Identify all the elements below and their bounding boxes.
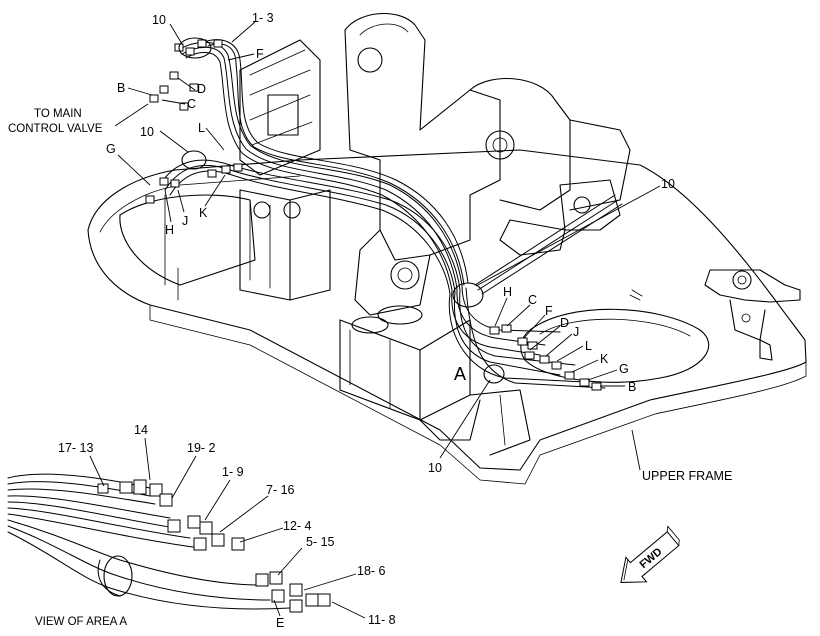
label-g-right: G (619, 362, 629, 376)
label-g-left: G (106, 142, 116, 156)
callout-labels: 10 1- 3 F B D C TO MAIN CONTROL VALVE 10… (8, 11, 732, 483)
label-d-left: D (197, 82, 206, 96)
hose-bundle (159, 39, 623, 389)
label-clamp-left: 10 (140, 125, 154, 139)
label-l-left: L (198, 121, 205, 135)
label-part-e: E (276, 616, 284, 630)
label-main-valve-line1: TO MAIN (34, 108, 82, 120)
forward-arrow-icon: FWD (620, 525, 680, 583)
label-area-a: A (454, 364, 466, 384)
label-main-valve-line2: CONTROL VALVE (8, 123, 103, 135)
label-part-19-2: 19- 2 (187, 441, 216, 455)
label-h-right: H (503, 285, 512, 299)
callout-leaders (114, 21, 661, 471)
label-clamp-bottom: 10 (428, 461, 442, 475)
label-f-right: F (545, 304, 553, 318)
label-part-18-6: 18- 6 (357, 564, 386, 578)
label-part-12-4: 12- 4 (283, 519, 312, 533)
label-part-1-9: 1- 9 (222, 465, 244, 479)
label-d-right: D (560, 316, 569, 330)
label-part-11-8: 11- 8 (368, 613, 396, 627)
view-area-a: 17- 13 14 19- 2 1- 9 7- 16 12- 4 5- 15 1… (7, 423, 396, 630)
label-b-right: B (628, 380, 636, 394)
label-f-top: F (256, 47, 264, 61)
hose-fittings (145, 39, 602, 391)
label-part-14: 14 (134, 423, 148, 437)
label-l-right: L (585, 339, 592, 353)
label-upper-frame: UPPER FRAME (642, 469, 732, 483)
label-c-right: C (528, 293, 537, 307)
label-k-left: K (199, 206, 208, 220)
label-part-7-16: 7- 16 (266, 483, 295, 497)
view-area-a-title: VIEW OF AREA A (35, 616, 127, 628)
label-clamp-top: 10 (152, 13, 166, 27)
hose-clamps (178, 37, 505, 384)
label-part-5-15: 5- 15 (306, 535, 335, 549)
upper-frame-outline (87, 13, 807, 485)
label-j-left: J (182, 214, 188, 228)
label-k-right: K (600, 352, 609, 366)
label-b-left: B (117, 81, 125, 95)
label-part-17-13: 17- 13 (58, 441, 93, 455)
label-clamp-right: 10 (661, 177, 675, 191)
label-j-right: J (573, 325, 579, 339)
label-h-left: H (165, 223, 174, 237)
label-group-1-3: 1- 3 (252, 11, 274, 25)
label-c-left: C (187, 97, 196, 111)
